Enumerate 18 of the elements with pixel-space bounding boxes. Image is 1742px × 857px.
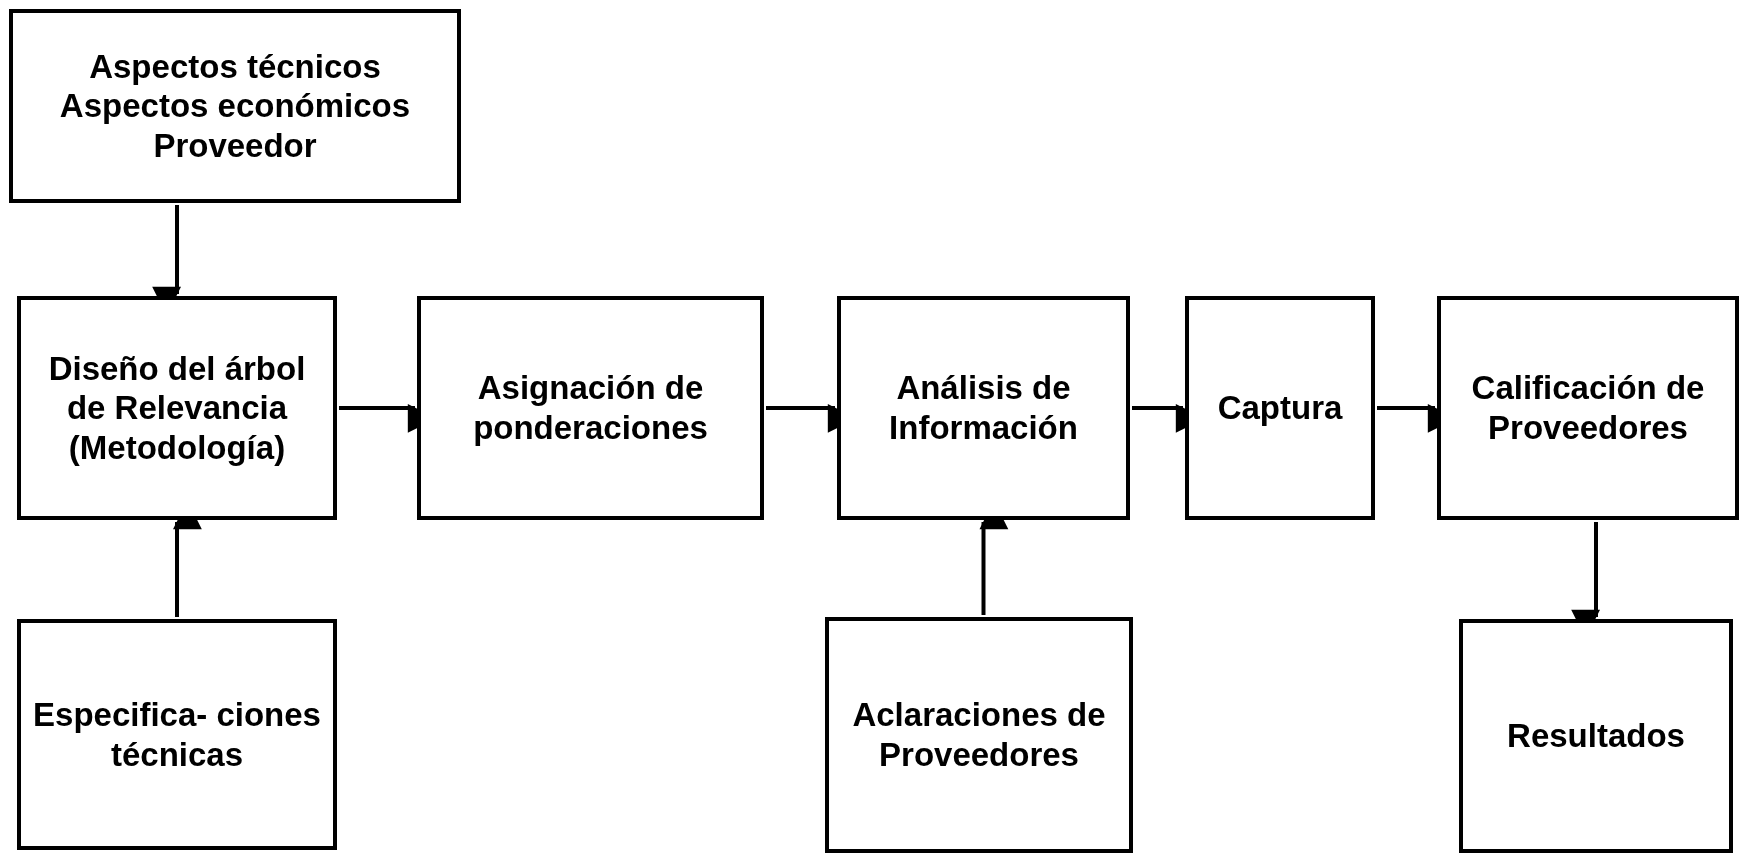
process-box xyxy=(825,617,1133,853)
process-box xyxy=(1185,296,1375,520)
process-box xyxy=(9,9,461,203)
process-box xyxy=(1437,296,1739,520)
box-label: Análisis de Información xyxy=(888,368,1079,448)
process-box xyxy=(417,296,764,520)
box-label: Aclaraciones de Proveedores xyxy=(851,695,1107,775)
box-label: Diseño del árbol de Relevancia (Metodología) xyxy=(47,348,307,468)
process-box xyxy=(1459,619,1733,853)
process-box xyxy=(17,296,337,520)
box-label: Resultados xyxy=(1507,716,1685,756)
process-box xyxy=(17,619,337,850)
box-label: Especifica- ciones técnicas xyxy=(33,694,321,775)
process-box xyxy=(837,296,1130,520)
box-label: Aspectos técnicos Aspectos económicos Proveedor xyxy=(58,46,412,166)
box-label: Asignación de ponderaciones xyxy=(472,368,709,448)
box-label: Captura xyxy=(1217,388,1343,428)
box-label: Calificación de Proveedores xyxy=(1470,368,1706,448)
